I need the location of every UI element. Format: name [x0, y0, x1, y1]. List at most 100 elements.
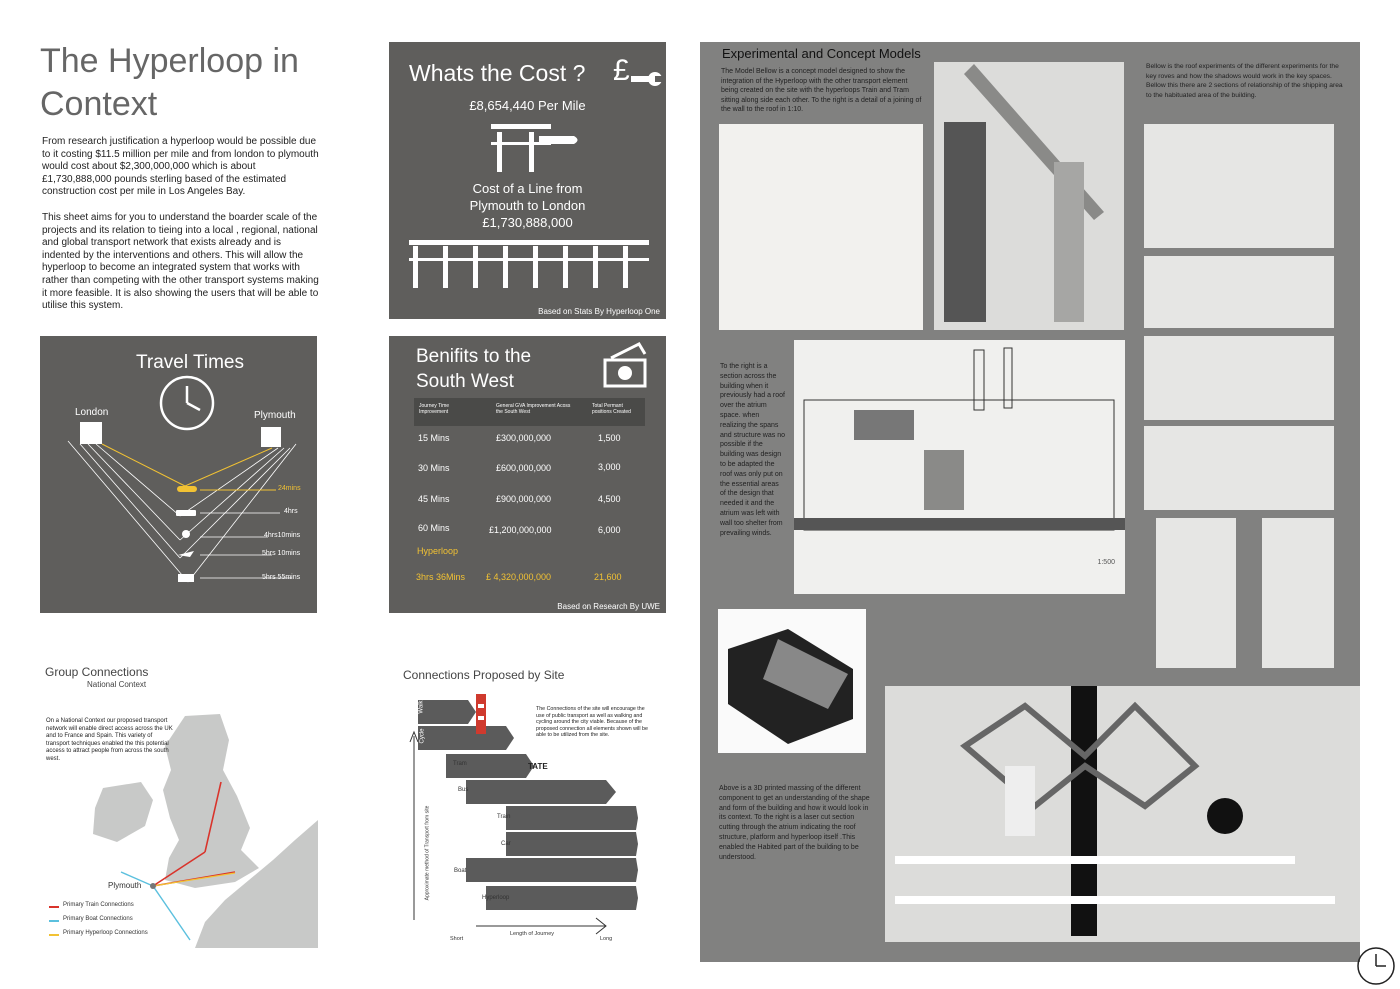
- money-icon: [603, 342, 647, 388]
- row-4-gva: £1,200,000,000: [489, 525, 552, 535]
- benefits-title: Benifits to the South West: [416, 344, 531, 394]
- connections-note: The Connections of the site will encoura…: [536, 706, 648, 739]
- roof-note: Bellow is the roof experiments of the di…: [1146, 63, 1343, 99]
- section-scale: 1:500: [1097, 559, 1115, 566]
- title-line-1: The Hyperloop in: [40, 42, 299, 80]
- row-3-time: 45 Mins: [418, 494, 450, 504]
- legend-hyperloop-swatch: [49, 934, 59, 936]
- clock-icon: [159, 375, 215, 431]
- mode-tram: Tram: [453, 761, 467, 767]
- row-4-positions: 6,000: [598, 525, 621, 535]
- cost-line-3: £1,730,888,000: [482, 215, 573, 230]
- section-drawing: 1:500: [794, 340, 1125, 594]
- title-line-2: Context: [40, 85, 158, 123]
- row-2-time: 30 Mins: [418, 463, 450, 473]
- header-gva: General GVA Improvement Acoss the South …: [496, 403, 571, 415]
- y-axis-label: Approximate method of Transport from sit…: [424, 805, 431, 901]
- cost-per-mile: £8,654,440 Per Mile: [469, 98, 586, 113]
- legend-boat: Primary Boat Connections: [63, 916, 133, 922]
- mode-walk: Walk: [418, 700, 425, 714]
- cost-line-1: Cost of a Line from: [472, 181, 583, 196]
- row-3-positions: 4,500: [598, 494, 621, 504]
- hyperloop-pylon-icon: [491, 124, 578, 172]
- page-title: The Hyperloop in Context: [40, 40, 340, 126]
- detail-drawing: [944, 64, 1104, 322]
- mode-hyperloop: Hyperloop: [482, 895, 510, 901]
- section-note: To the right is a section across the bui…: [720, 363, 785, 537]
- car-icon: [182, 530, 190, 538]
- benefits-footer: Based on Research By UWE: [557, 602, 660, 611]
- hyperloop-pod-icon: [177, 486, 197, 492]
- massing-model: [728, 629, 853, 744]
- cost-title: Whats the Cost ?: [409, 60, 586, 86]
- time-hyperloop: 24mins: [278, 485, 301, 492]
- roof-model-4: [1144, 426, 1334, 510]
- mode-car: Car: [501, 841, 511, 847]
- intro-paragraph-2: This sheet aims for you to understand th…: [42, 212, 319, 312]
- shipping-section-2: [1262, 518, 1334, 668]
- mode-train: Train: [497, 814, 511, 820]
- tate-label: TATE: [528, 762, 548, 771]
- x-axis-short: Short: [450, 936, 464, 942]
- row-2-positions: 3,000: [598, 462, 621, 472]
- time-plane: 5hrs 10mins: [262, 550, 301, 557]
- roof-model-3: [1144, 336, 1334, 420]
- row-1-positions: 1,500: [598, 433, 621, 443]
- legend-boat-swatch: [49, 920, 59, 922]
- cost-panel: Whats the Cost ? £ £8,654,440 Per Mile C…: [389, 42, 666, 319]
- connections-diagram: [409, 694, 638, 935]
- cost-footer: Based on Stats By Hyperloop One: [538, 307, 660, 316]
- mode-cycle: Cycle: [419, 728, 426, 744]
- travel-title: Travel Times: [135, 352, 245, 373]
- london-marker: [80, 422, 102, 444]
- laser-cut-section-photo: [885, 626, 1360, 942]
- train-icon: [176, 510, 196, 516]
- uk-map: [93, 714, 318, 948]
- shipping-section-1: [1156, 518, 1236, 668]
- plymouth-map-label: Plymouth: [108, 881, 142, 890]
- travel-diagram: [67, 440, 297, 583]
- corner-clock-icon: [1357, 947, 1395, 985]
- benefits-title-line-2: South West: [416, 371, 514, 392]
- header-journey: Journey Time Improvement: [419, 403, 450, 415]
- models-panel: Experimental and Concept Models The Mode…: [700, 42, 1360, 962]
- intro-paragraph-1: From research justification a hyperloop …: [42, 136, 319, 198]
- row-3-gva: £900,000,000: [496, 494, 552, 504]
- cost-line-2: Plymouth to London: [469, 198, 586, 213]
- bus-icon: [178, 574, 194, 582]
- row-2-gva: £600,000,000: [496, 463, 552, 473]
- x-axis-long: Long: [600, 936, 613, 942]
- plane-icon: [178, 551, 194, 557]
- hyperloop-label: Hyperloop: [417, 546, 459, 556]
- benefits-title-line-1: Benifits to the: [416, 346, 532, 367]
- hyperloop-positions: 21,600: [594, 572, 622, 582]
- benefits-panel: Benifits to the South West Journey Time …: [389, 336, 666, 613]
- legend-train: Primary Train Connections: [63, 902, 134, 908]
- connections-title: Connections Proposed by Site: [403, 668, 565, 682]
- group-note: On a National Context our proposed trans…: [46, 718, 173, 762]
- massing-model-photo: [718, 609, 866, 753]
- mode-bus: Bus: [458, 787, 469, 793]
- plymouth-label: Plymouth: [254, 410, 296, 421]
- legend-train-swatch: [49, 906, 59, 908]
- london-label: London: [75, 407, 109, 418]
- row-4-time: 60 Mins: [418, 523, 450, 533]
- hyperloop-viaduct-icon: [409, 240, 649, 288]
- time-car: 4hrs10mins: [264, 532, 301, 539]
- mode-boat: Boat: [454, 868, 467, 874]
- group-title: Group Connections: [45, 665, 149, 679]
- roof-model-2: [1144, 256, 1334, 328]
- x-axis-label: Length of Journey: [510, 931, 555, 937]
- legend-hyperloop: Primary Hyperloop Connections: [63, 930, 148, 936]
- plymouth-marker: [261, 427, 281, 447]
- sketch-photo: [719, 124, 923, 330]
- pound-wrench-icon: £: [613, 54, 663, 87]
- time-train: 4hrs: [284, 508, 298, 515]
- time-bus: 5hrs 55mins: [262, 574, 301, 581]
- svg-text:£: £: [613, 54, 630, 87]
- cost-line-text: Cost of a Line from Plymouth to London £…: [389, 180, 666, 231]
- benefits-table-header: Journey Time Improvement General GVA Imp…: [414, 398, 645, 426]
- laser-cut-section: [895, 626, 1335, 936]
- group-subtitle: National Context: [87, 680, 147, 689]
- models-title: Experimental and Concept Models: [722, 46, 921, 61]
